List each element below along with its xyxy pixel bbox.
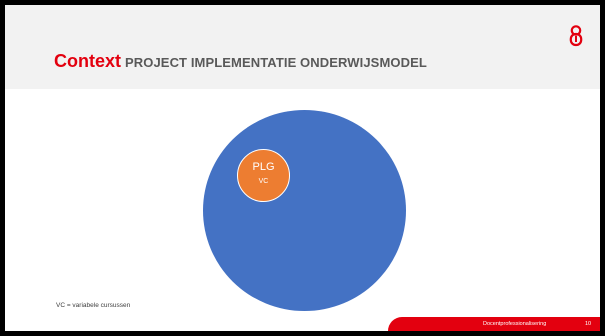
title-text: PROJECT IMPLEMENTATIE ONDERWIJSMODEL	[125, 55, 427, 70]
inner-circle: PLG VC	[237, 149, 290, 202]
inner-circle-label: PLG	[252, 161, 275, 173]
footer-band	[388, 317, 600, 331]
inner-circle-sublabel: VC	[258, 178, 269, 185]
title-accent: Context	[54, 51, 121, 71]
outer-circle	[203, 110, 406, 311]
page-number: 10	[585, 321, 592, 327]
slide: Context PROJECT IMPLEMENTATIE ONDERWIJSMO…	[5, 5, 600, 331]
slide-title: Context PROJECT IMPLEMENTATIE ONDERWIJSMO…	[54, 51, 427, 72]
title-band	[5, 5, 600, 89]
footer-text: Docentprofessionalisering	[483, 321, 547, 327]
footnote: VC = variabele cursussen	[56, 302, 131, 309]
university-logo-icon	[569, 25, 583, 47]
